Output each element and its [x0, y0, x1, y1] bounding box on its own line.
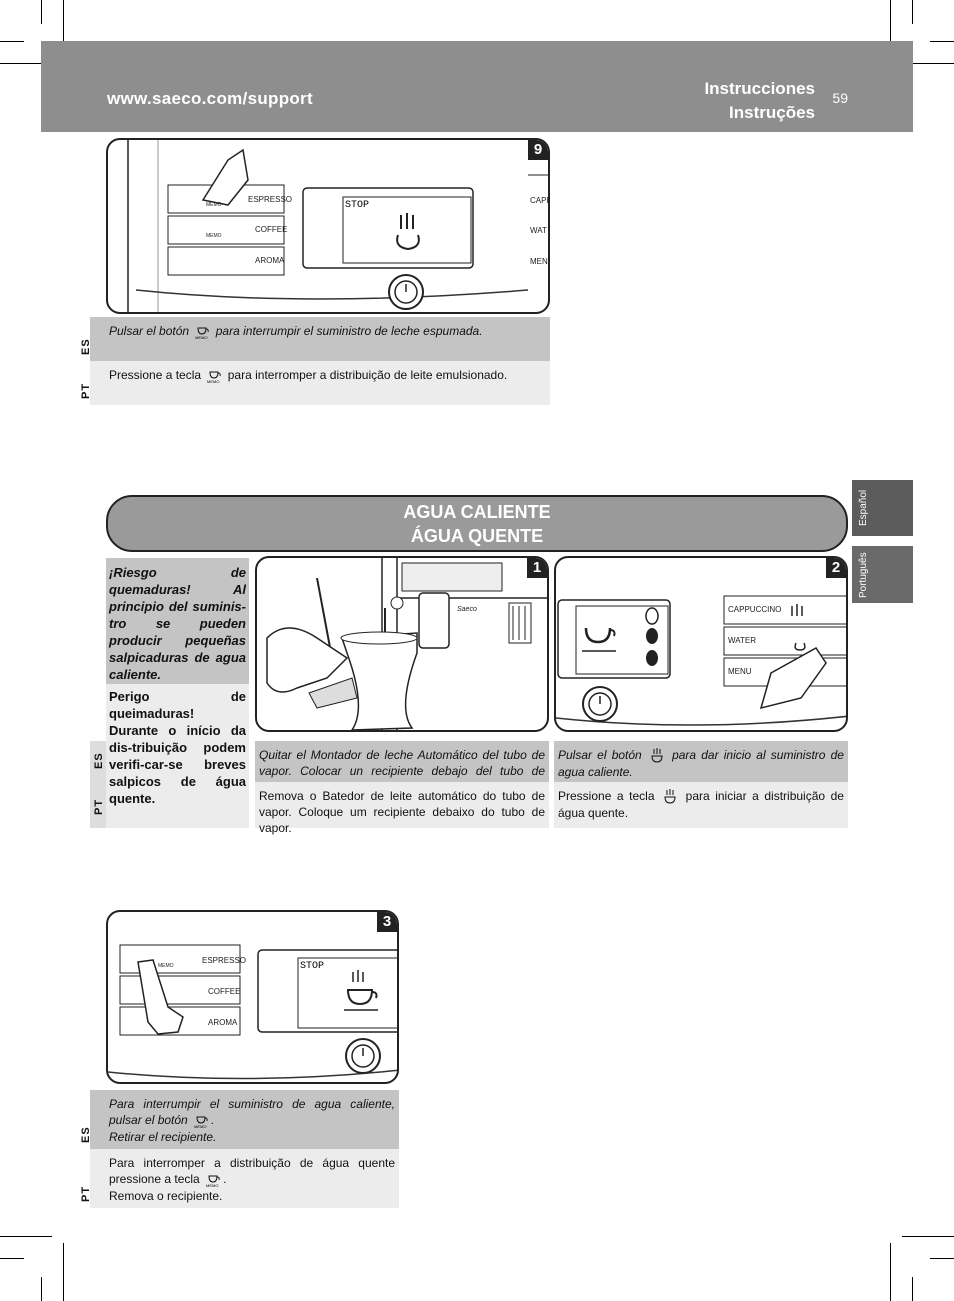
coffee-label: COFFEE	[255, 225, 288, 234]
crop-mark	[0, 1236, 52, 1237]
step1-illustration: 1 Saeco	[255, 556, 549, 732]
step2-es-row: Pulsar el botón para dar inicio al sumin…	[554, 741, 848, 782]
step3-illustration: 3 STOP ESPRESSO COFFEE AROMA MEMO	[106, 910, 399, 1084]
hot-water-icon	[651, 747, 663, 763]
step1-pt-text: Remova o Batedor de leite automático do …	[259, 789, 545, 835]
step2-pt-row: Pressione a tecla para iniciar a distrib…	[554, 782, 848, 828]
crop-mark	[902, 63, 954, 64]
header-title-pt: Instruções	[729, 103, 815, 122]
crop-mark	[930, 41, 954, 42]
stop-label: STOP	[300, 961, 324, 972]
tab-espanol[interactable]: Español	[852, 480, 913, 536]
lang-column: ES PT	[90, 741, 106, 828]
warning-es: ¡Riesgo de quemaduras! Al principio del …	[106, 558, 249, 684]
memo-label: MEMO	[206, 233, 222, 239]
svg-text:MEMO: MEMO	[194, 1124, 206, 1129]
crop-mark	[41, 1277, 42, 1301]
lang-code-pt: PT	[93, 798, 105, 815]
espresso-memo-icon: MEMO	[206, 1175, 220, 1188]
lang-code-pt: PT	[80, 1185, 92, 1202]
coffee-label: COFFEE	[208, 987, 241, 996]
step1-text: Quitar el Montador de leche Automático d…	[255, 741, 549, 835]
step9-pt-row: PT Pressione a tecla MEMO para interromp…	[80, 361, 550, 405]
memo-label: MEMO	[206, 202, 222, 208]
section-title-pt: ÁGUA QUENTE	[410, 526, 544, 546]
memo-label: MEMO	[158, 963, 174, 969]
espresso-memo-icon: MEMO	[195, 327, 210, 340]
step-number: 2	[826, 558, 846, 578]
lang-code-pt: PT	[80, 382, 92, 399]
svg-text:MEMO: MEMO	[207, 379, 219, 384]
section-title-es: AGUA CALIENTE	[403, 502, 551, 522]
lang-code-es: ES	[80, 338, 92, 355]
crop-mark	[890, 0, 891, 60]
cappuccino-label: CAPPUCCINO	[728, 605, 782, 614]
stop-label: STOP	[345, 200, 369, 211]
crop-mark	[902, 1236, 954, 1237]
espresso-label: ESPRESSO	[202, 956, 247, 965]
machine-drawing	[266, 558, 547, 730]
step9-es-text: Pulsar el botón MEMO para interrumpir el…	[109, 324, 483, 340]
warning-pt: Perigo de queimaduras! Durante o início …	[106, 684, 249, 828]
step-number: 9	[528, 140, 548, 160]
crop-mark	[0, 1258, 24, 1259]
step9-illustration: 9 STOP ESPRESSO COFFEE AROMA MEMO MEMO C…	[106, 138, 550, 314]
lang-code-es: ES	[93, 752, 105, 769]
control-panel-drawing: STOP	[108, 944, 397, 1080]
header-title-es: Instrucciones	[704, 79, 815, 98]
page-number: 59	[832, 90, 848, 106]
step1-es-row: Quitar el Montador de leche Automático d…	[255, 741, 549, 794]
tab-espanol-label: Español	[858, 489, 869, 526]
brand-logo: Saeco	[457, 606, 477, 613]
crop-mark	[912, 0, 913, 24]
step2-illustration: 2 CAPPUCCINO WATER MENU	[554, 556, 848, 732]
crop-mark	[912, 1277, 913, 1301]
crop-mark	[41, 0, 42, 24]
step-number: 3	[377, 912, 397, 932]
water-label: WAT	[530, 226, 547, 235]
espresso-label: ESPRESSO	[248, 195, 293, 204]
step3-text: ES Para interrumpir el suministro de agu…	[80, 1090, 399, 1208]
tab-portugues[interactable]: Português	[852, 546, 913, 603]
crop-mark	[930, 1258, 954, 1259]
step9-pt-text: Pressione a tecla MEMO para interromper …	[109, 368, 508, 384]
support-url[interactable]: www.saeco.com/support	[107, 89, 313, 108]
step9-es-row: ES Pulsar el botón MEMO para interrumpir…	[80, 317, 550, 361]
step1-pt-row: Remova o Batedor de leite automático do …	[255, 782, 549, 835]
svg-text:MEMO: MEMO	[195, 335, 207, 340]
espresso-memo-icon: MEMO	[194, 1116, 208, 1129]
page-header: www.saeco.com/support Instrucciones Inst…	[41, 41, 913, 132]
control-panel-drawing: STOP	[127, 140, 548, 312]
crop-mark	[63, 1243, 64, 1301]
control-panel-drawing	[556, 595, 846, 726]
svg-text:MEMO: MEMO	[206, 1183, 218, 1188]
step2-es-text: Pulsar el botón para dar inicio al sumin…	[558, 747, 844, 779]
step3-pt-row: PT Para interromper a distribuição de ág…	[80, 1149, 399, 1208]
step3-es-row: ES Para interrumpir el suministro de agu…	[80, 1090, 399, 1149]
cappuccino-label: CAPP	[530, 196, 550, 205]
crop-mark	[0, 41, 24, 42]
espresso-memo-icon: MEMO	[207, 371, 222, 384]
step2-text: Pulsar el botón para dar inicio al sumin…	[554, 741, 848, 828]
water-label: WATER	[728, 636, 756, 645]
step3-pt-text: Para interromper a distribuição de água …	[109, 1156, 395, 1203]
aroma-label: AROMA	[208, 1018, 238, 1027]
crop-mark	[890, 1243, 891, 1301]
step-number: 1	[527, 558, 547, 578]
crop-mark	[63, 0, 64, 60]
section-banner: AGUA CALIENTE ÁGUA QUENTE	[106, 495, 848, 552]
menu-label: MENU	[530, 257, 548, 266]
hot-water-icon	[664, 788, 676, 804]
menu-label: MENU	[728, 667, 752, 676]
tab-portugues-label: Português	[858, 552, 869, 598]
step3-es-text: Para interrumpir el suministro de agua c…	[109, 1097, 395, 1144]
crop-mark	[0, 63, 52, 64]
aroma-label: AROMA	[255, 256, 285, 265]
step1-es-text: Quitar el Montador de leche Automático d…	[259, 748, 545, 794]
step9-text: ES Pulsar el botón MEMO para interrumpir…	[80, 317, 550, 405]
lang-code-es: ES	[80, 1126, 92, 1143]
step2-pt-text: Pressione a tecla para iniciar a distrib…	[558, 788, 844, 820]
